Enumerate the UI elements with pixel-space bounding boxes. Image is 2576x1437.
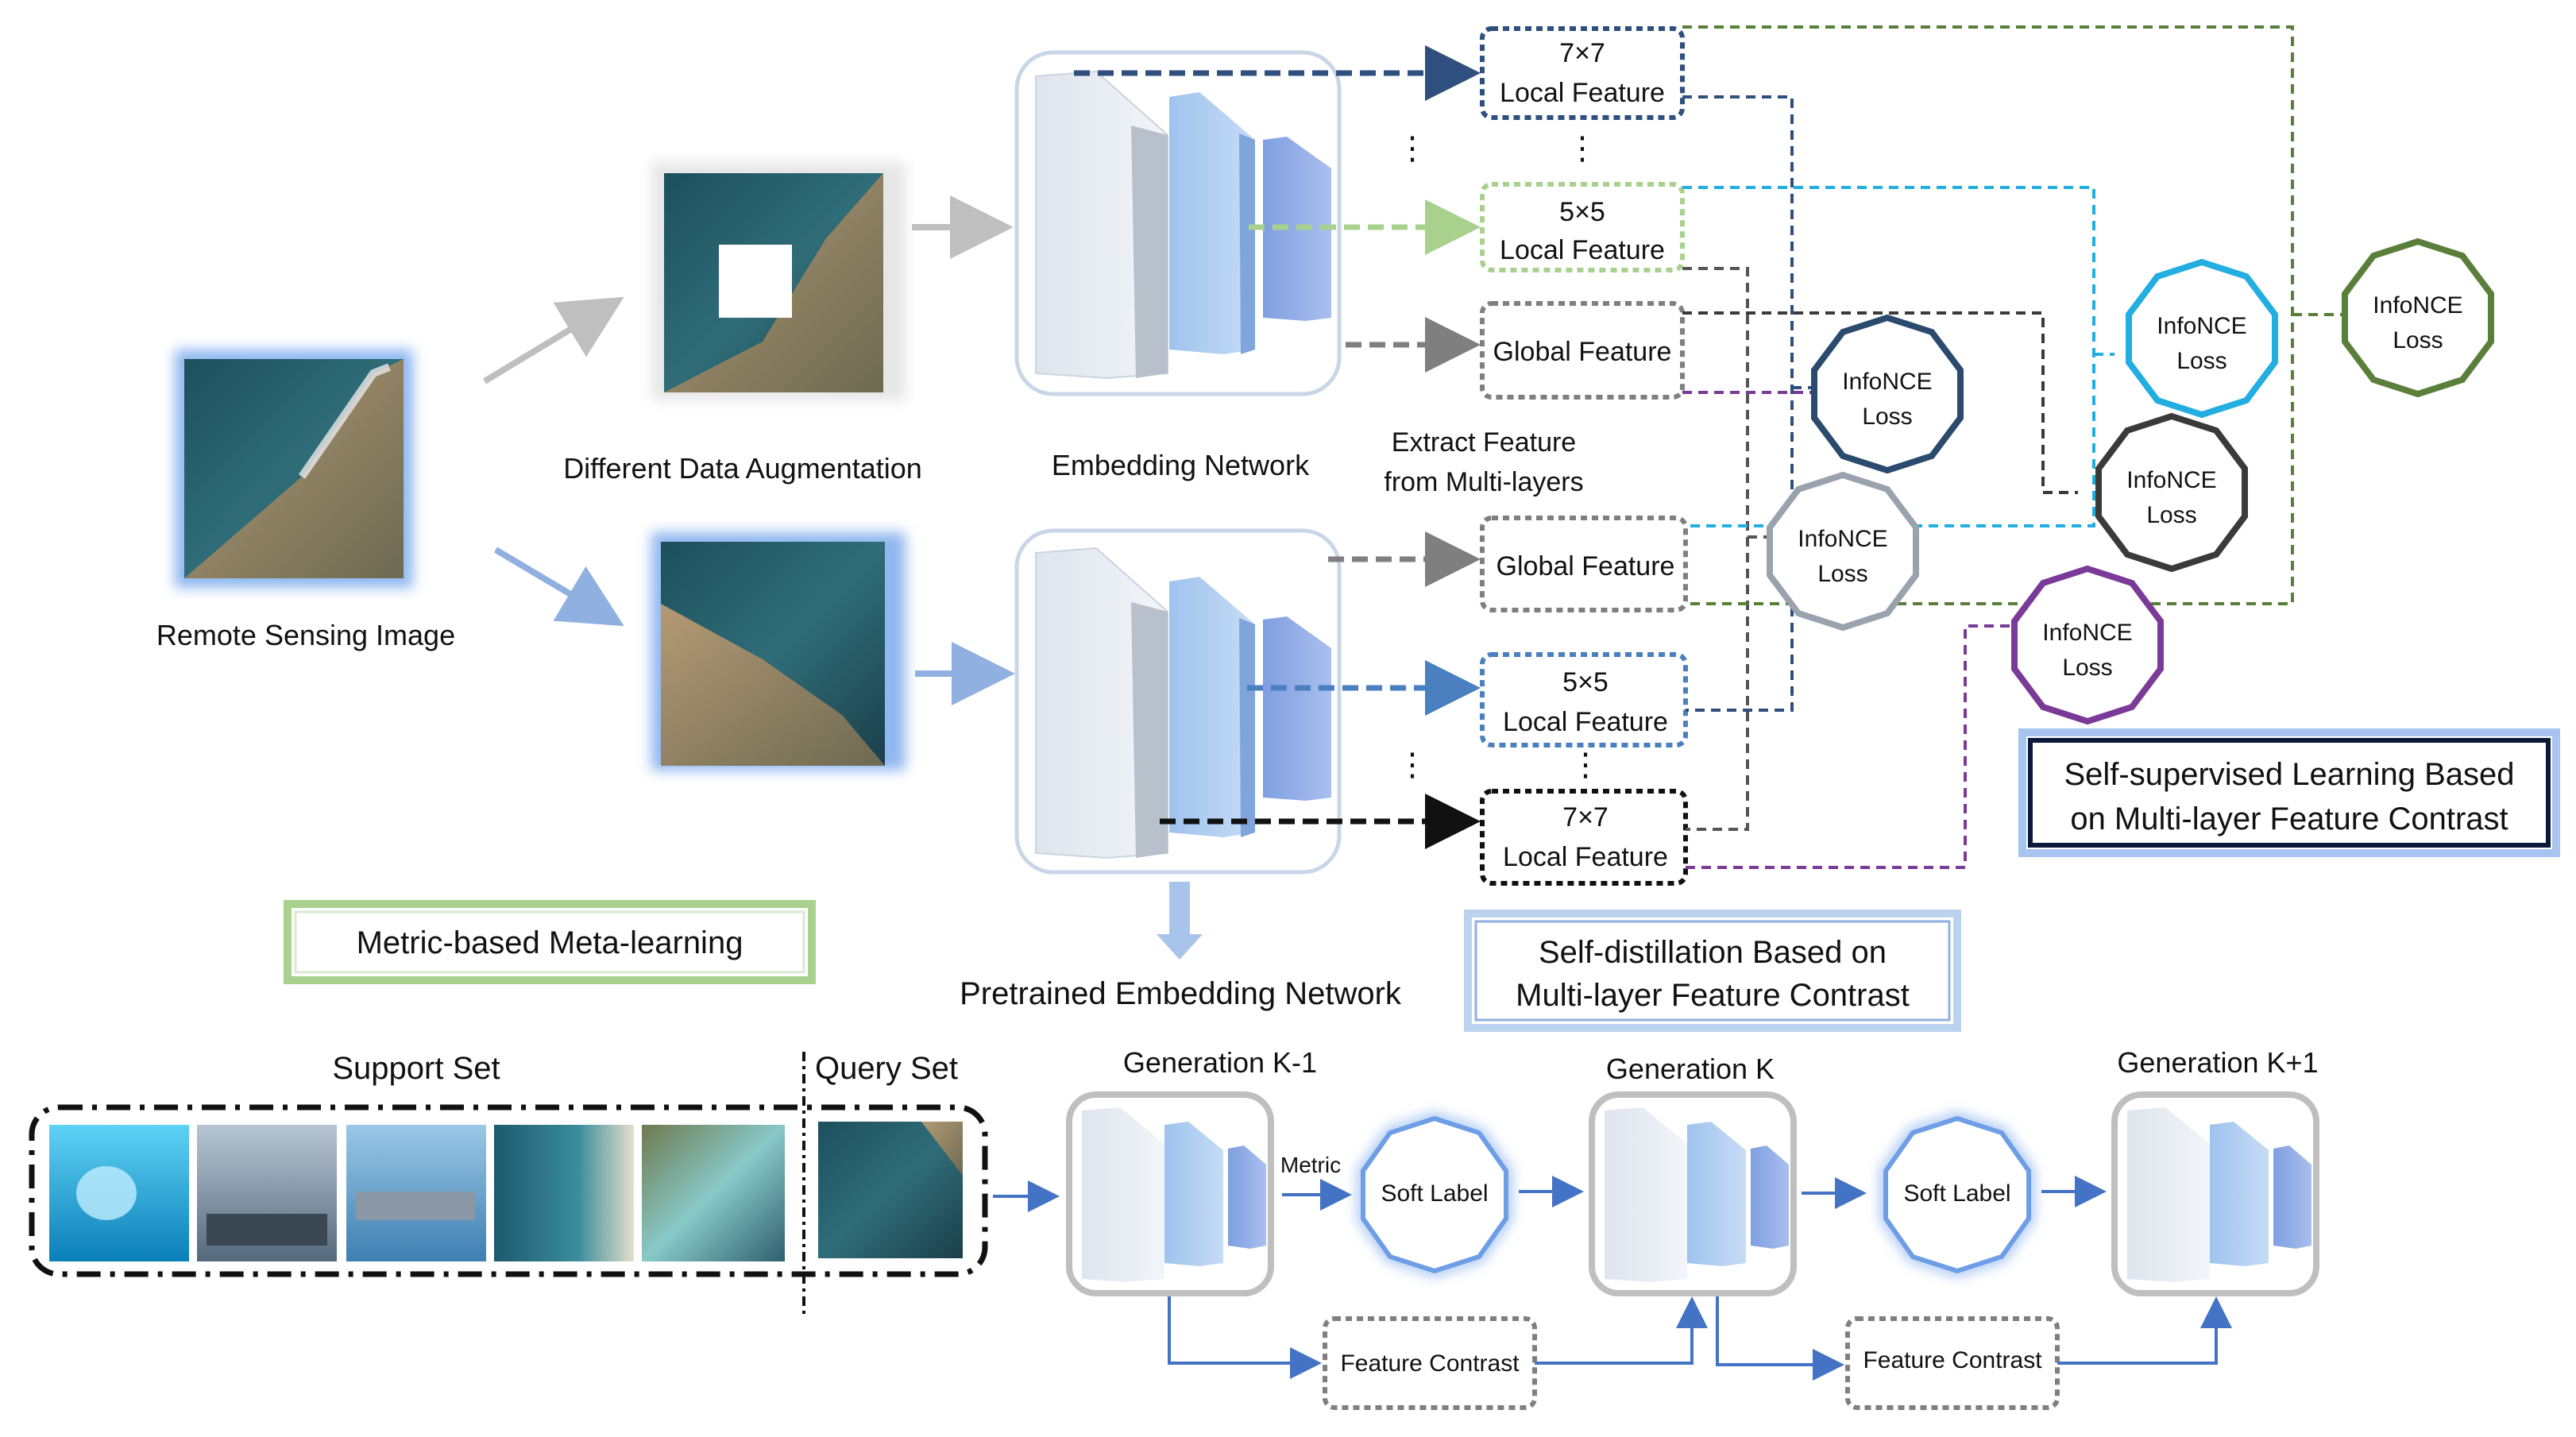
self-distillation-box: Self-distillation Based on Multi-layer F… — [1464, 910, 1961, 1032]
svg-text:InfoNCE: InfoNCE — [2373, 292, 2462, 319]
svg-text:Feature Contrast: Feature Contrast — [1863, 1347, 2042, 1373]
support-image-warship-helicopter — [197, 1125, 337, 1261]
svg-text:Loss: Loss — [1862, 404, 1912, 430]
generation-kp1-label: Generation K+1 — [2117, 1046, 2318, 1079]
feature-contrast-2: Feature Contrast — [1845, 1316, 2060, 1410]
svg-text:Loss: Loss — [2062, 655, 2112, 681]
query-image-coast — [818, 1122, 963, 1258]
augmented-image-flipped — [651, 532, 906, 771]
generation-k-label: Generation K — [1606, 1053, 1775, 1085]
generation-k-network — [1589, 1091, 1797, 1296]
support-image-ship — [346, 1125, 486, 1261]
embedding-network-label: Embedding Network — [1052, 449, 1310, 481]
svg-text:InfoNCE: InfoNCE — [2042, 620, 2132, 646]
svg-text:InfoNCE: InfoNCE — [2126, 467, 2216, 493]
svg-text:Metric-based Meta-learning: Metric-based Meta-learning — [357, 925, 743, 960]
feature-5x5-bottom: 5×5 Local Feature — [1480, 652, 1688, 747]
generation-km1-label: Generation K-1 — [1123, 1046, 1317, 1079]
infonce-loss-6: InfoNCE Loss — [2342, 238, 2494, 398]
infonce-loss-3: InfoNCE Loss — [2126, 258, 2278, 419]
extract-feature-label-1: Extract Feature — [1392, 427, 1576, 458]
feature-global-top: Global Feature — [1480, 301, 1685, 400]
infonce-loss-2: InfoNCE Loss — [1767, 471, 1919, 632]
remote-sensing-image-label: Remote Sensing Image — [156, 619, 455, 651]
embedding-network-bottom — [1014, 528, 1342, 875]
svg-text:Local Feature: Local Feature — [1500, 78, 1665, 108]
support-image-jellyfish — [49, 1125, 189, 1261]
generation-km1-network — [1066, 1091, 1274, 1296]
aug-arrow-top — [482, 296, 624, 384]
remote-sensing-image — [175, 350, 413, 588]
soft-label-2: Soft Label — [1881, 1113, 2033, 1277]
svg-text:Soft Label: Soft Label — [1903, 1180, 2010, 1207]
ellipsis-bottom-features: ⋮ — [1570, 747, 1601, 782]
svg-text:InfoNCE: InfoNCE — [2157, 313, 2246, 339]
svg-text:7×7: 7×7 — [1559, 38, 1605, 68]
infonce-loss-4: InfoNCE Loss — [2095, 412, 2248, 573]
meta-learning-box: Metric-based Meta-learning — [284, 900, 816, 984]
feature-7x7-bottom: 7×7 Local Feature — [1480, 789, 1688, 886]
support-image-lagoon — [642, 1125, 785, 1261]
aug-arrow-bottom — [493, 547, 624, 627]
soft-label-1: Soft Label — [1358, 1113, 1511, 1277]
svg-text:7×7: 7×7 — [1562, 802, 1609, 832]
query-set-label: Query Set — [815, 1051, 958, 1086]
svg-text:Global Feature: Global Feature — [1497, 551, 1675, 581]
svg-text:Self-supervised Learning Based: Self-supervised Learning Based — [2064, 757, 2514, 792]
svg-text:Self-distillation Based on: Self-distillation Based on — [1539, 935, 1887, 970]
augmented-image-cutout — [651, 162, 906, 400]
augmentation-label: Different Data Augmentation — [563, 452, 922, 485]
embedding-network-top — [1014, 50, 1342, 396]
support-image-reef — [494, 1125, 634, 1261]
svg-text:InfoNCE: InfoNCE — [1798, 526, 1887, 552]
ellipsis-top-features: ⋮ — [1566, 131, 1598, 166]
pretrained-down-arrow — [1157, 882, 1203, 960]
feature-7x7-top: 7×7 Local Feature — [1480, 26, 1685, 120]
svg-text:Loss: Loss — [2393, 327, 2443, 353]
svg-text:Multi-layer Feature Contrast: Multi-layer Feature Contrast — [1516, 978, 1910, 1013]
svg-text:Soft Label: Soft Label — [1381, 1180, 1488, 1207]
feature-contrast-connectors — [1168, 1296, 2232, 1381]
svg-text:Loss: Loss — [1817, 561, 1867, 587]
feature-global-bottom: Global Feature — [1480, 516, 1688, 612]
infonce-loss-1: InfoNCE Loss — [1811, 314, 1964, 474]
support-query-frame — [29, 1104, 988, 1277]
svg-text:Loss: Loss — [2146, 502, 2196, 528]
svg-text:Global Feature: Global Feature — [1493, 337, 1672, 367]
generation-kp1-network — [2111, 1091, 2319, 1296]
svg-text:Feature Contrast: Feature Contrast — [1340, 1350, 1520, 1377]
extract-feature-label-2: from Multi-layers — [1384, 467, 1583, 497]
svg-text:5×5: 5×5 — [1559, 197, 1605, 227]
svg-text:5×5: 5×5 — [1562, 667, 1609, 697]
feature-contrast-1: Feature Contrast — [1323, 1316, 1537, 1410]
infonce-loss-5: InfoNCE Loss — [2011, 565, 2164, 725]
pretrained-embedding-label: Pretrained Embedding Network — [960, 976, 1402, 1011]
support-set-label: Support Set — [332, 1051, 500, 1086]
svg-text:Local Feature: Local Feature — [1503, 707, 1668, 737]
ssl-box: Self-supervised Learning Based on Multi-… — [2018, 728, 2560, 857]
svg-text:InfoNCE: InfoNCE — [1842, 369, 1932, 395]
svg-text:Local Feature: Local Feature — [1500, 235, 1665, 265]
svg-text:Local Feature: Local Feature — [1503, 842, 1668, 872]
feature-5x5-top: 5×5 Local Feature — [1480, 182, 1685, 272]
metric-label: Metric — [1280, 1153, 1341, 1177]
ellipsis-bottom: ⋮ — [1396, 747, 1428, 782]
ellipsis-top: ⋮ — [1396, 131, 1428, 166]
svg-text:on Multi-layer Feature Contras: on Multi-layer Feature Contrast — [2070, 802, 2508, 836]
svg-text:Loss: Loss — [2176, 348, 2226, 374]
